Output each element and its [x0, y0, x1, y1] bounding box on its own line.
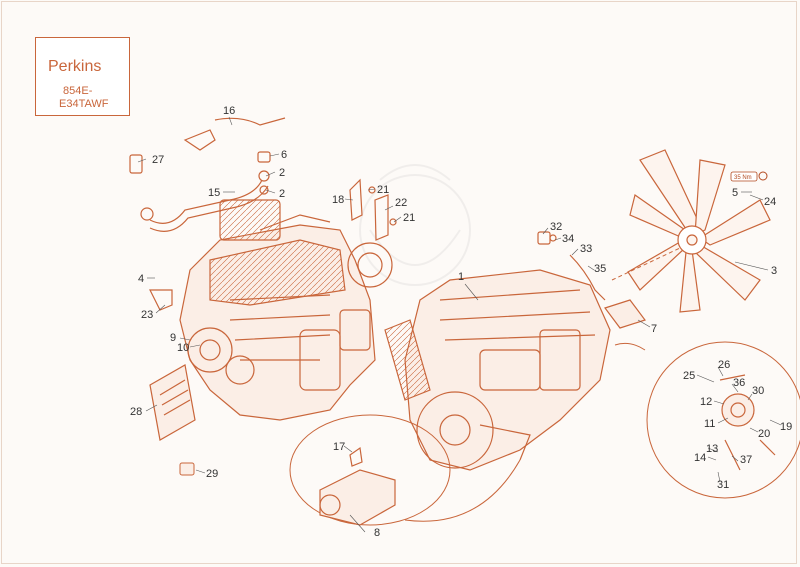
- callout-1: 1: [458, 271, 464, 283]
- callout-30: 30: [752, 385, 764, 397]
- callout-12: 12: [700, 396, 712, 408]
- callout-4: 4: [138, 273, 144, 285]
- bracket-23: [149, 289, 173, 311]
- callout-27: 27: [152, 154, 164, 166]
- cooling-fan: [627, 149, 771, 313]
- callout-18: 18: [332, 194, 344, 206]
- callout-7: 7: [651, 323, 657, 335]
- model-line-2: E34TAWF: [59, 98, 109, 110]
- watermark-logo: [359, 164, 471, 286]
- callout-22: 22: [395, 197, 407, 209]
- callout-24: 24: [764, 196, 776, 208]
- model-label-box: Perkins 854E- E34TAWF: [35, 37, 130, 116]
- callout-20: 20: [758, 428, 770, 440]
- callout-29: 29: [206, 468, 218, 480]
- callout-25: 25: [683, 370, 695, 382]
- pipe-assembly: [129, 117, 286, 232]
- callout-31: 31: [717, 479, 729, 491]
- callout-10: 10: [177, 342, 189, 354]
- callout-leaders: [137, 116, 782, 533]
- callout-37: 37: [740, 454, 752, 466]
- callout-34: 34: [562, 233, 574, 245]
- callout-28: 28: [130, 406, 142, 418]
- sensor-parts: [537, 231, 606, 301]
- alternator-detail-circle: [646, 341, 800, 499]
- callout-2a: 2: [279, 167, 285, 179]
- alternator-leader: [614, 342, 646, 351]
- callout-6: 6: [281, 149, 287, 161]
- connector-part: [179, 462, 195, 476]
- callout-9: 9: [170, 332, 176, 344]
- callout-14: 14: [694, 452, 706, 464]
- starter-leader: [404, 459, 521, 522]
- callout-23: 23: [141, 309, 153, 321]
- callout-32: 32: [550, 221, 562, 233]
- right-engine: [384, 269, 611, 471]
- callout-35: 35: [594, 263, 606, 275]
- gasket-part: [604, 299, 646, 329]
- callout-13: 13: [706, 443, 718, 455]
- callout-17: 17: [333, 441, 345, 453]
- callout-19: 19: [780, 421, 792, 433]
- torque-label: 35 Nm: [734, 175, 752, 181]
- model-line-1: 854E-: [63, 85, 93, 97]
- left-engine: [179, 199, 393, 421]
- callout-15: 15: [208, 187, 220, 199]
- torque-badge: 35 Nm: [730, 171, 768, 182]
- callout-2b: 2: [279, 188, 285, 200]
- callout-numbers: 1 2 2 3 4 5 6 7 8 9 10 11 12 13 14 15 16…: [130, 105, 792, 539]
- callout-8: 8: [374, 527, 380, 539]
- callout-33: 33: [580, 243, 592, 255]
- callout-21a: 21: [377, 184, 389, 196]
- callout-36: 36: [733, 377, 745, 389]
- callout-11: 11: [704, 418, 715, 430]
- callout-26: 26: [718, 359, 730, 371]
- fan-leader: [611, 247, 681, 281]
- ecu-module: [149, 364, 196, 441]
- callout-5: 5: [732, 187, 738, 199]
- brand-name: Perkins: [48, 58, 102, 75]
- starter-detail-circle: [289, 414, 451, 526]
- callout-16: 16: [223, 105, 235, 117]
- callout-3: 3: [771, 265, 777, 277]
- callout-21b: 21: [403, 212, 415, 224]
